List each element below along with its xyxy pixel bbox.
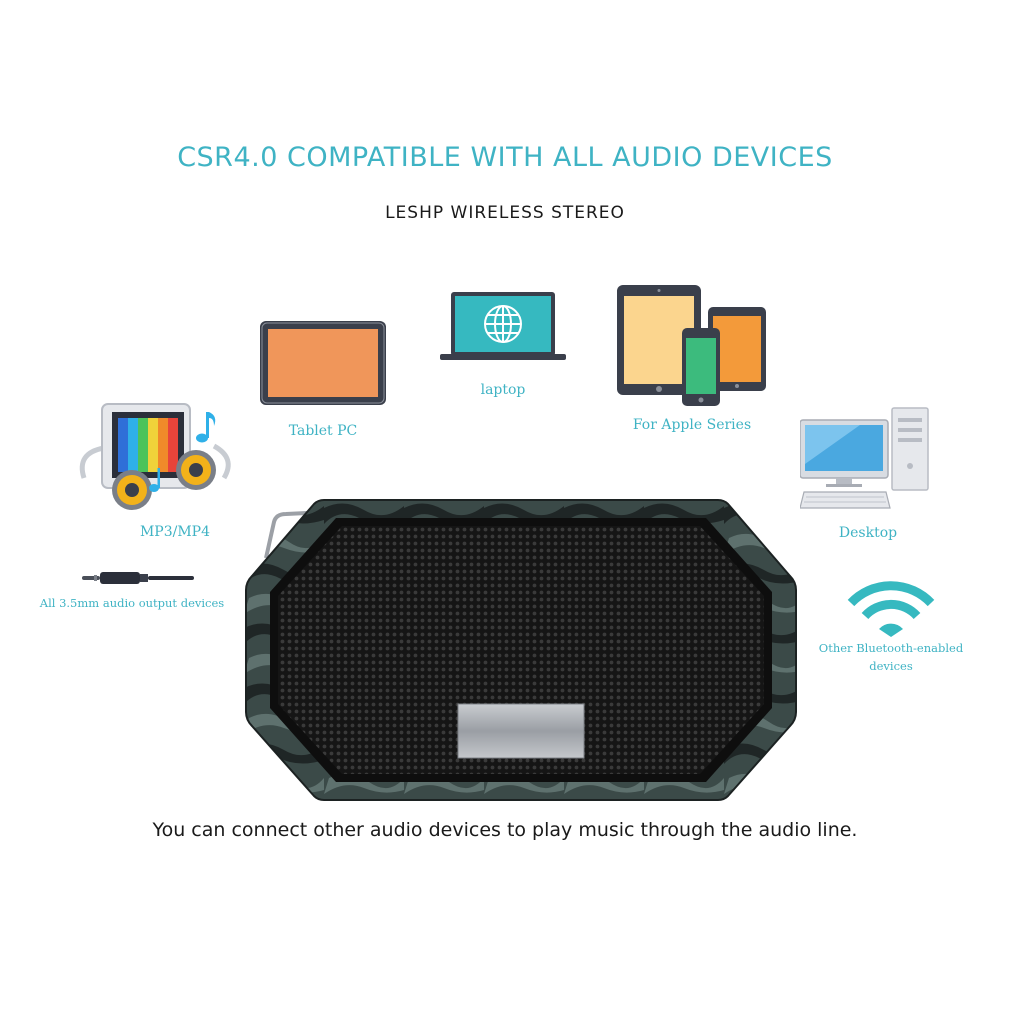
wifi-icon (846, 581, 936, 637)
speaker-image (244, 498, 798, 802)
laptop-icon (440, 291, 566, 361)
bluetooth-label-line1: Other Bluetooth-enabled (818, 641, 964, 655)
apple-label: For Apple Series (632, 417, 752, 433)
laptop-label: laptop (480, 382, 526, 398)
apple-devices-icon (616, 284, 768, 408)
globe-icon (484, 305, 522, 343)
desktop-label: Desktop (838, 525, 898, 541)
mp3-player-icon (74, 398, 238, 518)
page-subtitle: LESHP WIRELESS STEREO (385, 203, 625, 223)
bluetooth-label-line2: devices (869, 659, 913, 673)
tablet-icon (259, 320, 387, 406)
aux-label: All 3.5mm audio output devices (39, 596, 225, 610)
page-title: CSR4.0 COMPATIBLE WITH ALL AUDIO DEVICES (177, 142, 833, 173)
audio-cable-icon (82, 566, 194, 590)
tablet-label: Tablet PC (288, 423, 358, 439)
footer-caption: You can connect other audio devices to p… (152, 819, 858, 841)
mp3-label: MP3/MP4 (139, 524, 211, 540)
desktop-icon (800, 404, 930, 514)
